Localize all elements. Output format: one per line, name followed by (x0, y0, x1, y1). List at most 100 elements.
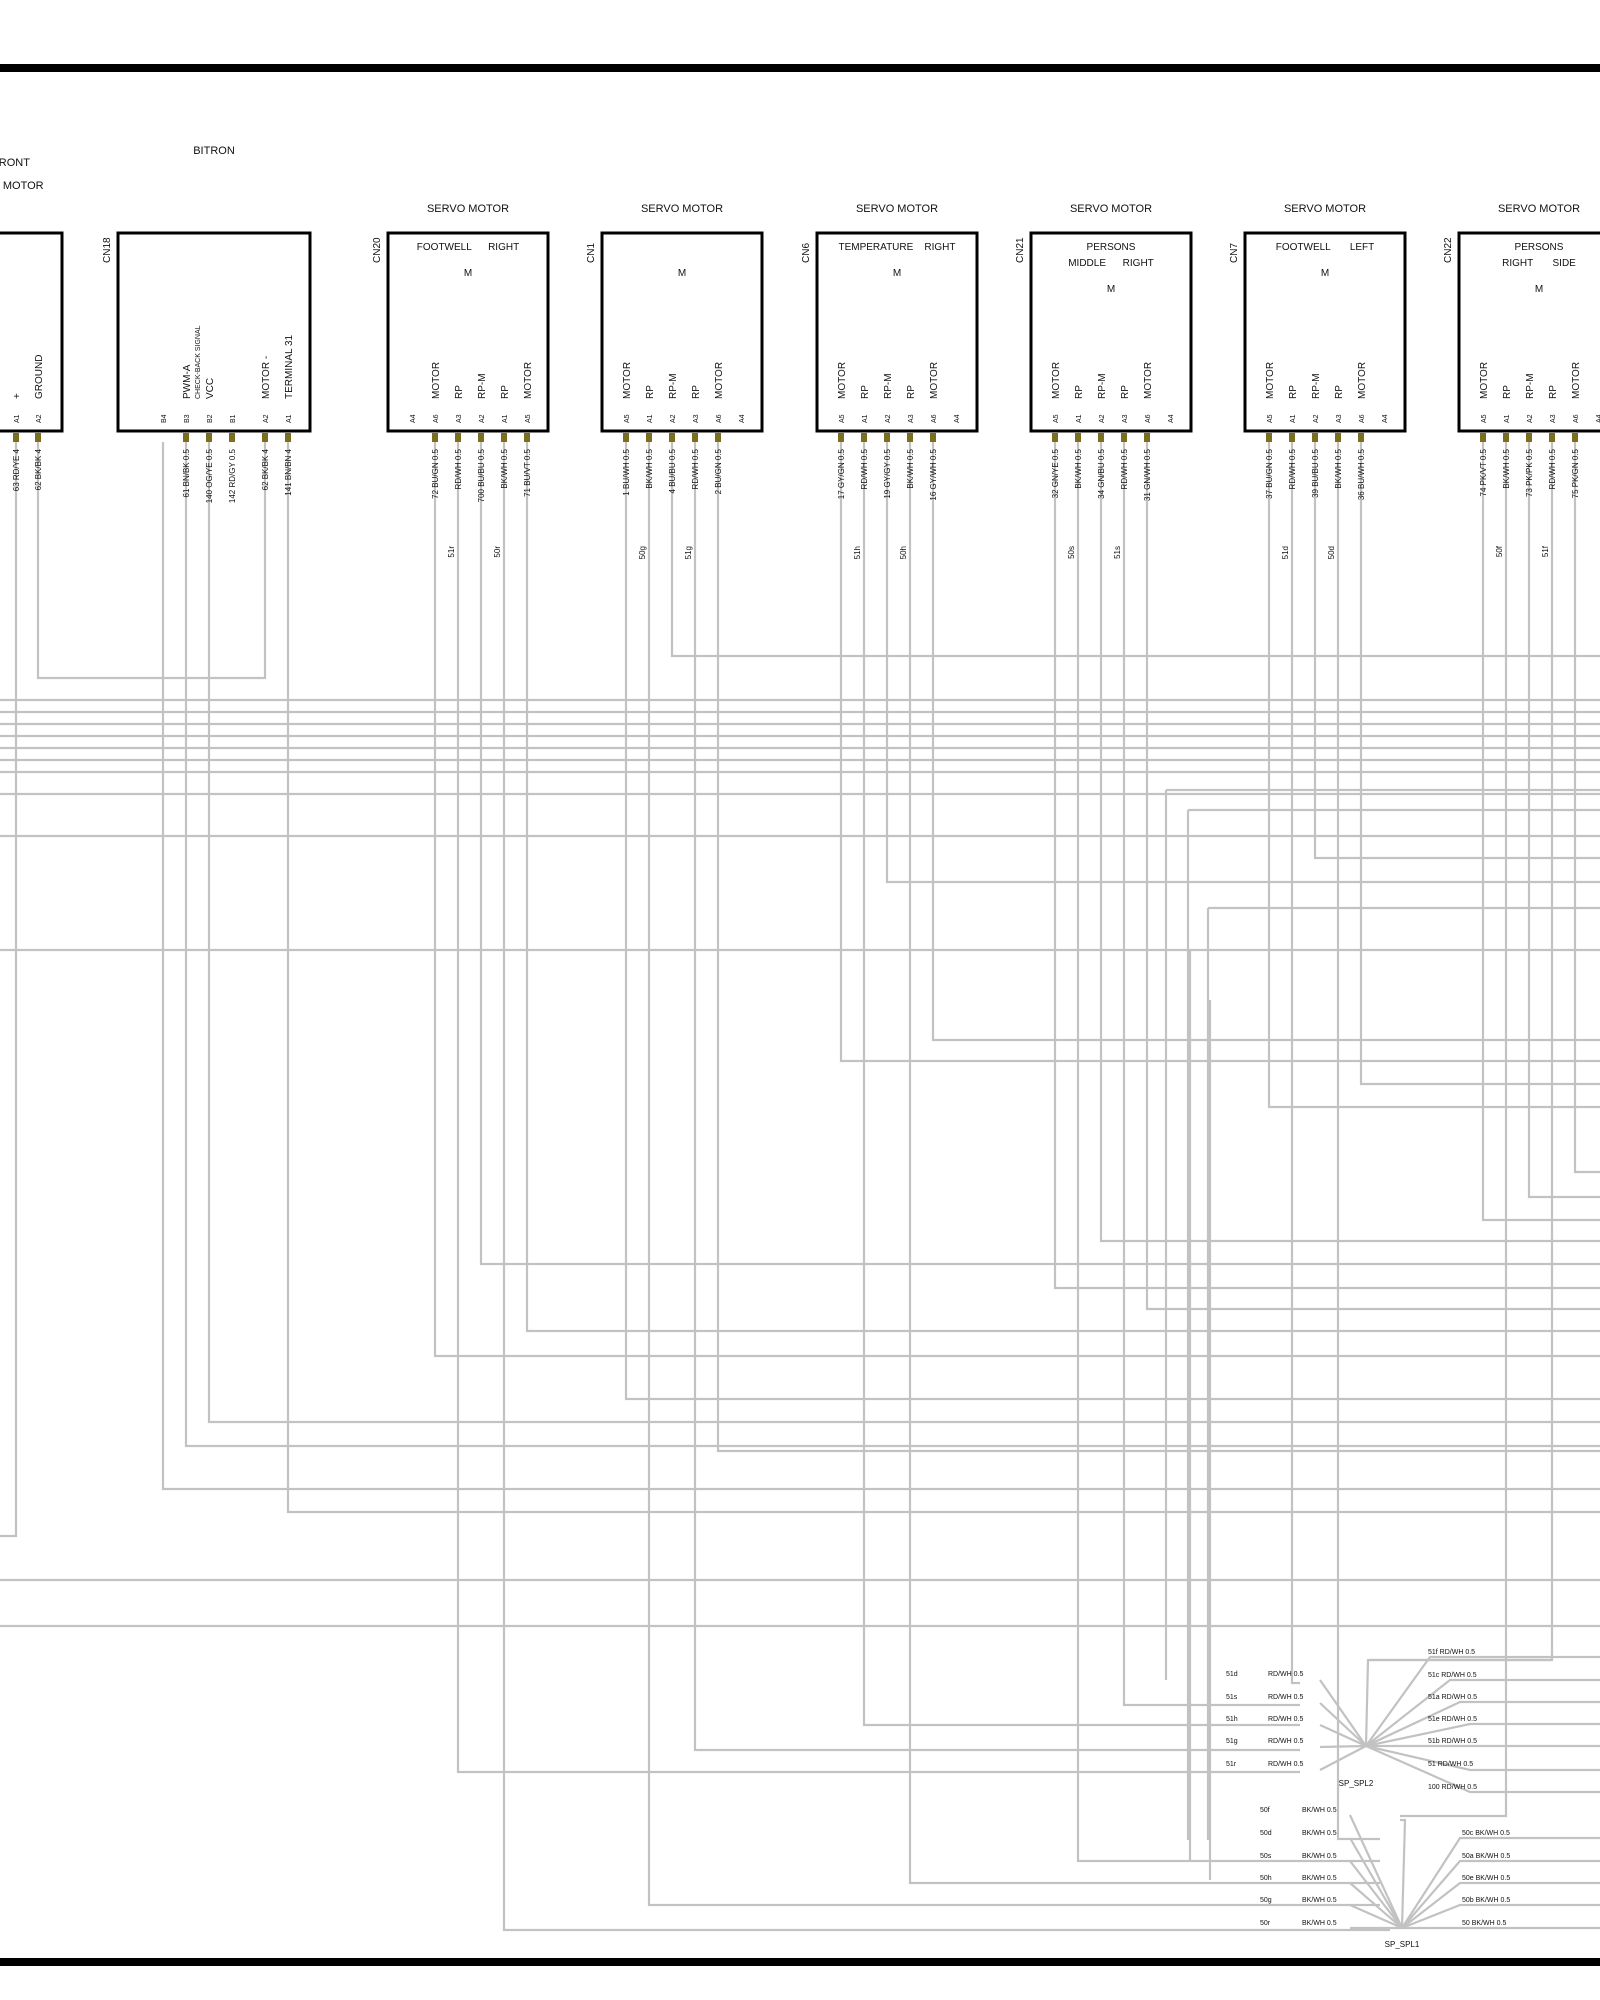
wire-run (0, 442, 18, 1538)
pin-position: A4 (1382, 414, 1389, 423)
splice-wire-label: BK/WH 0.5 (1302, 1830, 1337, 1837)
connector-title: SERVO MOTOR (1284, 203, 1366, 215)
pin-function: RP (500, 385, 511, 399)
pin-terminal[interactable] (861, 433, 867, 442)
pin-terminal[interactable] (1144, 433, 1150, 442)
pin-function: RP (1502, 385, 1513, 399)
pin-terminal[interactable] (206, 433, 212, 442)
pin-terminal[interactable] (1335, 433, 1341, 442)
splice-wire-label: 51b RD/WH 0.5 (1428, 1738, 1477, 1745)
pin-terminal[interactable] (884, 433, 890, 442)
wire-run (1365, 1700, 1600, 1747)
pin-terminal[interactable] (432, 433, 438, 442)
wire-run (1122, 442, 1300, 1707)
wire-run (862, 442, 1300, 1727)
pin-terminal[interactable] (1358, 433, 1364, 442)
pin-function: MOTOR (523, 362, 534, 399)
splice-wire-tag: 51h (1226, 1716, 1238, 1723)
splice-wire-label: 50 BK/WH 0.5 (1462, 1920, 1506, 1927)
wire-label: 32 GN/YE 0.5 (1051, 448, 1060, 498)
pin-position: A1 (1076, 414, 1083, 423)
pin-terminal[interactable] (646, 433, 652, 442)
pin-terminal[interactable] (715, 433, 721, 442)
pin-function: RP (906, 385, 917, 399)
pin-position: B2 (207, 414, 214, 423)
wire-tag: 51s (1113, 546, 1122, 559)
pin-terminal[interactable] (1503, 433, 1509, 442)
connector-header: PERSONS (1515, 242, 1564, 253)
connector-title: SERVO MOTOR (1498, 203, 1580, 215)
wire-run (693, 442, 1300, 1752)
pin-terminal[interactable] (907, 433, 913, 442)
splice-wire-label: 50c BK/WH 0.5 (1462, 1830, 1510, 1837)
connector-id: CN22 (1443, 237, 1454, 263)
connector-body (815, 231, 979, 433)
connector-body (1029, 231, 1193, 433)
wire-run (1319, 1744, 1367, 1749)
pin-terminal[interactable] (930, 433, 936, 442)
connector-header: TEMPERATURE RIGHT (838, 242, 955, 253)
pin-function: MOTOR (1051, 362, 1062, 399)
pin-terminal[interactable] (1526, 433, 1532, 442)
pin-terminal[interactable] (1312, 433, 1318, 442)
pin-terminal[interactable] (1098, 433, 1104, 442)
splice-wire-label: BK/WH 0.5 (1302, 1920, 1337, 1927)
pin-terminal[interactable] (35, 433, 41, 442)
splice-wire-label: BK/WH 0.5 (1302, 1897, 1337, 1904)
splice-wire-tag: 51d (1226, 1671, 1238, 1678)
pin-terminal[interactable] (1266, 433, 1272, 442)
pin-terminal[interactable] (229, 433, 235, 442)
pin-terminal[interactable] (1075, 433, 1081, 442)
pin-terminal[interactable] (1549, 433, 1555, 442)
pin-terminal[interactable] (501, 433, 507, 442)
pin-terminal[interactable] (692, 433, 698, 442)
pin-terminal[interactable] (838, 433, 844, 442)
pin-terminal[interactable] (623, 433, 629, 442)
pin-terminal[interactable] (1289, 433, 1295, 442)
wire-label: 74 PK/VT 0.5 (1479, 448, 1488, 496)
connector-cn20[interactable]: SERVO MOTORCN20CN17FOOTWELL RIGHTMA4A6MO… (0, 0, 550, 558)
wire-label: 142 RD/GY 0.5 (228, 448, 237, 503)
wire-label: 72 BU/GN 0.5 (431, 448, 440, 498)
pin-terminal[interactable] (13, 433, 19, 442)
pin-terminal[interactable] (1052, 433, 1058, 442)
pin-terminal[interactable] (1480, 433, 1486, 442)
wire-run (36, 442, 267, 680)
wire-label: RD/WH 0.5 (1120, 448, 1129, 489)
pin-terminal[interactable] (524, 433, 530, 442)
connector-body (116, 231, 312, 433)
pin-terminal[interactable] (455, 433, 461, 442)
pin-terminal[interactable] (262, 433, 268, 442)
wire-run (1099, 442, 1600, 1243)
connector-id: CN7 (1229, 243, 1240, 263)
pin-function: MOTOR (929, 362, 940, 399)
wire-run (1364, 1658, 1552, 1747)
pin-position: A3 (908, 414, 915, 423)
pin-position: A5 (1267, 414, 1274, 423)
wire-label: 39 BU/BU 0.5 (1311, 448, 1320, 497)
wire-run (931, 442, 1600, 1042)
pin-terminal[interactable] (1121, 433, 1127, 442)
pin-terminal[interactable] (478, 433, 484, 442)
pin-terminal[interactable] (183, 433, 189, 442)
wire-label: 700 BU/BU 0.5 (477, 448, 486, 502)
wire-label: 62 BK/BK 4 (34, 448, 43, 490)
wire-run (207, 442, 1600, 1424)
wire-label: 4 BU/BU 0.5 (668, 448, 677, 493)
pin-terminal[interactable] (285, 433, 291, 442)
pin-terminal[interactable] (1572, 433, 1578, 442)
wire-tag: 50f (1495, 545, 1504, 557)
wire-run (1365, 1722, 1600, 1748)
pin-terminal[interactable] (669, 433, 675, 442)
pin-position: B4 (161, 414, 168, 423)
wire-run (1349, 1882, 1403, 1929)
